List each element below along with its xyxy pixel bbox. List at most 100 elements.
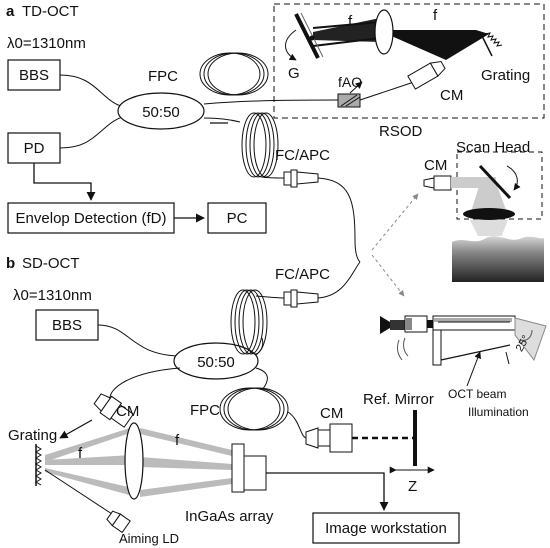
fpc-label-a: FPC: [148, 68, 178, 85]
fiber-coil-a: [241, 112, 279, 178]
scan-collimator: [423, 175, 452, 191]
workstation-label: Image workstation: [325, 520, 447, 537]
probe-illumination-waves: [397, 337, 409, 361]
scan-beam-horizontal: [451, 177, 496, 188]
bbs-source-a: BBS: [7, 59, 61, 91]
rsod-beam-to-grating: [378, 30, 489, 60]
coupler-b: 50:50: [173, 342, 259, 380]
array-to-workstation-arrow: [266, 472, 389, 511]
rsod-grating-label: Grating: [481, 67, 530, 84]
rsod-enclosure: [273, 3, 545, 119]
fiber-to-rsod: [203, 99, 339, 105]
fiber-to-fcapc-a: [261, 176, 285, 179]
pc-box: PC: [207, 202, 267, 234]
aiming-beam-line: [44, 469, 113, 515]
fiber-to-ref-cm: [287, 411, 307, 439]
spec-beam-arrow: [59, 419, 93, 439]
fiber-to-fcapc-b: [255, 295, 285, 299]
arrow-to-scan-head: [371, 193, 419, 251]
pd-to-envelope-arrow: [33, 163, 96, 201]
envelope-detection: Envelop Detection (fD): [7, 202, 175, 234]
arrow-to-probe: [371, 254, 405, 297]
rsod-collimator: [407, 60, 446, 90]
fpc-paddles-a: [199, 52, 269, 96]
ref-collimator-label: CM: [320, 405, 343, 422]
aom-modulator: [337, 93, 361, 108]
fiber-sample-a: [317, 177, 361, 263]
galvo-rotation-arrow: [285, 29, 297, 61]
coupler-a-label: 50:50: [142, 104, 180, 121]
scan-beam-sample: [470, 220, 508, 240]
fcapc-label-a: FC/APC: [275, 147, 330, 164]
oct-beam-label: OCT beam: [448, 387, 506, 401]
pd-detector: PD: [7, 132, 61, 164]
fiber-to-sample-a: [203, 117, 241, 123]
fcapc-connector-a: [283, 169, 319, 188]
section-b-letter: b: [6, 255, 15, 272]
spec-focal-1: f: [78, 445, 83, 462]
aom-arrow: [349, 81, 363, 94]
aiming-ld: [106, 510, 131, 534]
spec-collimator: [93, 393, 135, 428]
fcapc-label-b: FC/APC: [275, 266, 330, 283]
ingaas-array: [231, 443, 267, 493]
pd-label: PD: [24, 140, 45, 157]
section-b-wavelength: λ0=1310nm: [13, 287, 92, 304]
spec-lens: [124, 422, 144, 500]
rsod-fiber-beam: [359, 81, 415, 101]
rsod-label: RSOD: [379, 123, 423, 140]
spec-grating-label: Grating: [8, 427, 57, 444]
fiber-bbs-coupler-a: [59, 74, 131, 109]
illumination-label: Illumination: [468, 405, 529, 419]
rsod-collimator-label: CM: [440, 87, 463, 104]
fpc-label-b: FPC: [190, 402, 220, 419]
oct-beam-pointer: [466, 351, 482, 387]
ref-mirror-label: Ref. Mirror: [363, 391, 434, 408]
envelope-label: Envelop Detection (fD): [16, 210, 167, 227]
ref-collimator: [305, 423, 353, 453]
aiming-label: Aiming LD: [119, 531, 179, 546]
fiber-pd-coupler-a: [59, 114, 131, 149]
rsod-beam-ray-bottom: [312, 37, 381, 47]
bbs-label-a: BBS: [19, 67, 49, 84]
section-a-wavelength: λ0=1310nm: [7, 35, 86, 52]
oct-tissue-image: [452, 236, 544, 282]
ref-mirror: [413, 410, 417, 466]
section-b-title: SD-OCT: [22, 255, 80, 272]
bbs-label-b: BBS: [52, 317, 82, 334]
spec-grating: [35, 444, 42, 486]
spec-focal-2: f: [175, 432, 180, 449]
coupler-b-label: 50:50: [197, 354, 235, 371]
rsod-focal-2: f: [433, 7, 438, 24]
scan-mirror: [478, 164, 512, 200]
image-workstation: Image workstation: [312, 512, 460, 544]
fcapc-connector-b: [283, 289, 319, 308]
rsod-grating: [479, 31, 503, 57]
rsod-beam-ray-top: [312, 21, 381, 29]
scan-head-title: Scan Head: [456, 139, 530, 156]
scan-beam-down: [470, 183, 508, 215]
z-axis-label: Z: [408, 478, 417, 495]
rsod-lens: [374, 9, 394, 55]
aom-label: fAO: [338, 74, 362, 90]
handheld-probe: [380, 315, 547, 366]
ingaas-label: InGaAs array: [185, 508, 274, 525]
galvo-label: G: [288, 65, 300, 82]
scan-collimator-label: CM: [424, 157, 447, 174]
fiber-coil-b: [230, 289, 268, 355]
section-a-letter: a: [6, 3, 15, 20]
scan-rotation-arrow: [506, 165, 521, 191]
spec-collimator-label: CM: [116, 403, 139, 420]
tissue-surface: [452, 236, 544, 242]
rsod-focal-1: f: [348, 13, 353, 30]
fiber-to-fpc-b: [255, 367, 268, 391]
pc-label: PC: [227, 210, 248, 227]
fiber-bbs-coupler-b: [97, 324, 181, 357]
spectrometer-beams: [45, 427, 232, 497]
fiber-sample-b: [317, 261, 361, 299]
section-a-title: TD-OCT: [22, 3, 79, 20]
galvo-mirror: [294, 12, 324, 59]
fiber-to-spec-cm: [109, 367, 181, 399]
